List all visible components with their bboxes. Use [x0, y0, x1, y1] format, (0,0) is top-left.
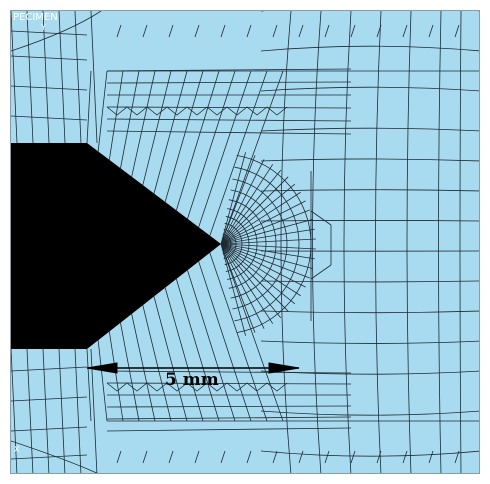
- mesh-lines: [11, 11, 479, 473]
- fea-mesh-diagram: [11, 11, 479, 473]
- top-axis-mark: Y: [41, 23, 46, 32]
- mesh-viewport[interactable]: PECIMEN Y X 5 mm: [10, 10, 480, 474]
- bottom-axis-mark: X: [14, 445, 20, 454]
- dimension-label: 5 mm: [165, 370, 219, 390]
- specimen-label: PECIMEN: [13, 12, 58, 23]
- dimension-arrow: [86, 362, 300, 374]
- notch-specimen: [11, 143, 221, 349]
